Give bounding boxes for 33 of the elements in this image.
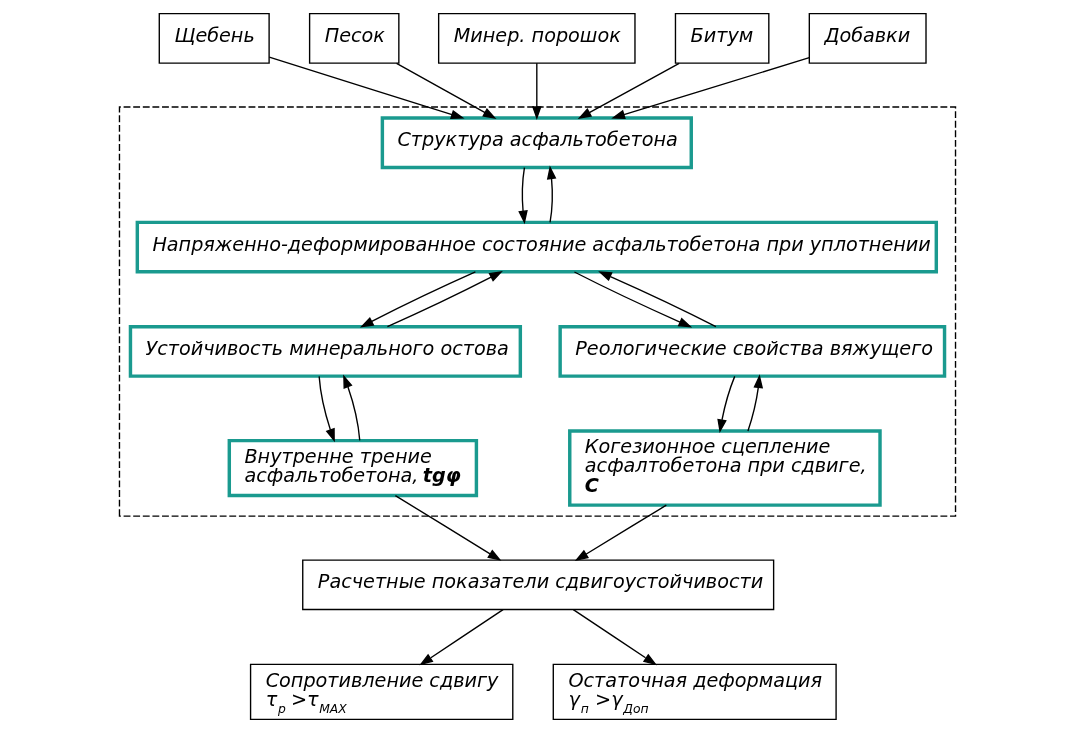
arrow: [518, 166, 528, 225]
node-box: Минер. порошок: [437, 13, 636, 64]
arrow: [318, 375, 335, 443]
arrow: [532, 62, 542, 120]
arrow: [598, 271, 717, 328]
arrow: [268, 56, 465, 120]
arrow: [359, 271, 477, 328]
arrow: [386, 271, 503, 328]
node-box: Внутренне трение асфальтобетона, tgφ: [227, 438, 479, 498]
node-box: Устойчивость минерального остова: [128, 324, 523, 378]
node-box: Структура асфальтобетона: [380, 116, 693, 170]
node-box: Когезионное сцепление асфалтобетона при сдвиге, C: [568, 429, 882, 507]
arrow: [574, 504, 667, 562]
node-box: Сопротивление сдвигу τ$_{р}$ >τ$_{MAX}$: [249, 663, 514, 720]
arrow: [419, 608, 504, 666]
arrow: [611, 57, 810, 120]
node-box: Щебень: [158, 13, 270, 64]
node-box: Добавки: [808, 13, 927, 64]
arrow: [395, 62, 497, 119]
arrow: [577, 62, 680, 119]
arrow: [717, 375, 736, 434]
node-box: Битум: [674, 13, 770, 64]
arrow: [546, 165, 557, 223]
arrow: [343, 374, 361, 442]
arrow: [572, 608, 657, 666]
node-box: Реологические свойства вяжущего: [558, 324, 947, 378]
node-box: Песок: [308, 13, 400, 64]
arrow: [394, 494, 502, 561]
arrow: [747, 374, 764, 432]
node-box: Напряженно-деформированное состояние асфальтобетона при уплотнении: [135, 220, 939, 274]
node-box: Расчетные показатели сдвигоустойчивости: [302, 559, 775, 611]
arrow: [573, 271, 693, 328]
node-box: Остаточная деформация γ$_{п}$ >γ$_{Доп}$: [552, 663, 837, 720]
